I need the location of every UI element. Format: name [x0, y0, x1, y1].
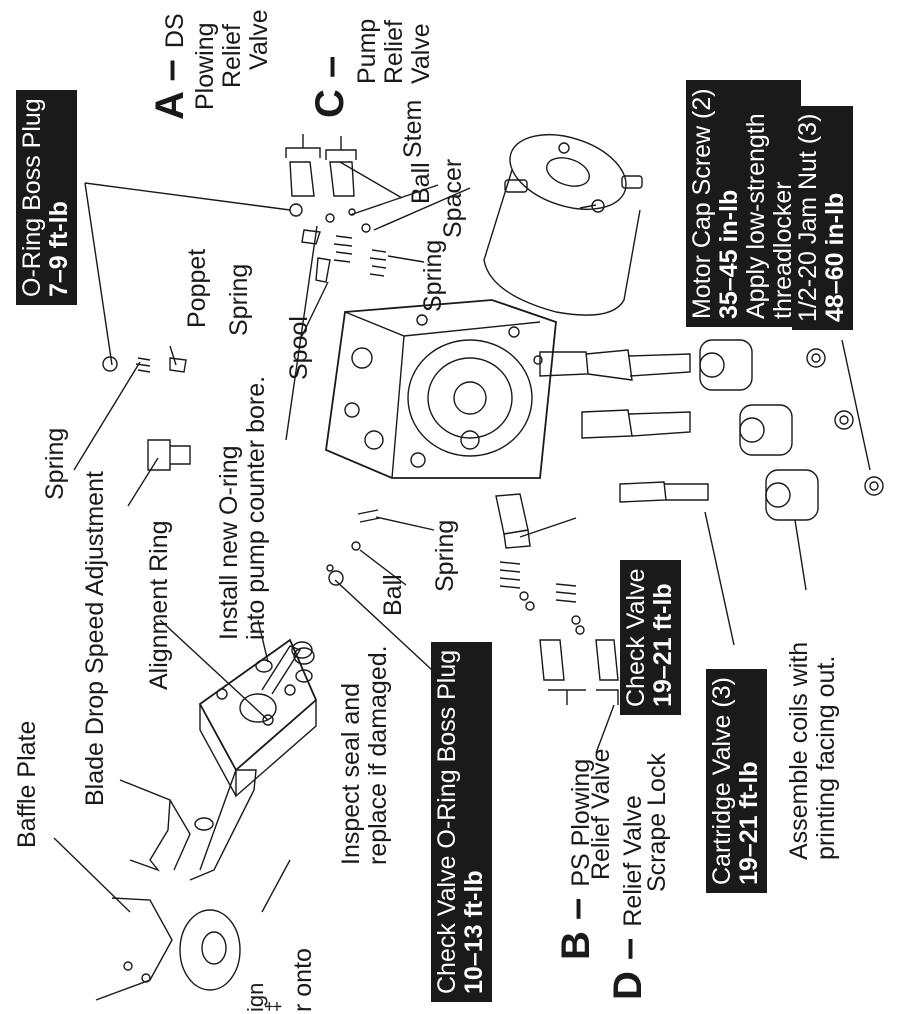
assemble-coils-line1: Assemble coils with: [785, 641, 813, 860]
check-valve-callout: Check Valve 19–21 ft-lb: [620, 560, 681, 715]
cartridge-valve-torque: 19–21 ft-lb: [735, 761, 763, 885]
blade-drop-label: Blade Drop Speed Adjustment: [81, 471, 109, 806]
cropped-label-2: ‡: [263, 1000, 286, 1012]
check-valve-boss-plug-callout: Check Valve O-Ring Boss Plug 10–13 ft-lb: [431, 641, 492, 1002]
relief-valves-ac: [289, 161, 387, 283]
ball-lower-text: Ball: [379, 574, 407, 616]
baffle-plate-text: Baffle Plate: [13, 720, 41, 848]
cropped-label-3: r onto: [289, 948, 317, 1012]
spacer-label: Spacer: [439, 158, 467, 238]
baffle-plate-parts: [95, 769, 257, 1001]
jam-nut-callout: 1/2-20 Jam Nut (3) 48–60 in-lb: [792, 105, 853, 330]
check-valve-boss-plug-name: Check Valve O-Ring Boss Plug: [433, 649, 461, 994]
alignment-ring-text: Alignment Ring: [145, 520, 173, 690]
valve-a-line3: Relief: [218, 24, 246, 88]
spring-left-label: Spring: [41, 427, 69, 500]
spring-upper-text: Spring: [225, 263, 253, 336]
valve-a-label: A – DS: [148, 13, 192, 120]
jam-nut-torque: 48–60 in-lb: [821, 192, 849, 322]
valve-c-line1: Pump: [353, 18, 381, 84]
spring-upper-label: Spring: [225, 263, 253, 336]
jam-nut-name: 1/2-20 Jam Nut (3): [794, 113, 822, 322]
seals: [194, 564, 344, 831]
install-oring-label: Install new O-ring into pump counter bor…: [215, 375, 270, 640]
leader-lines: [53, 134, 871, 913]
assemble-coils-label: Assemble coils with printing facing out.: [785, 641, 840, 860]
spring-lower-label: Spring: [431, 519, 459, 592]
spool-text: Spool: [285, 316, 313, 380]
check-valve-parts: [351, 493, 619, 681]
valve-a-line4: Valve: [245, 9, 273, 70]
ball-upper-text: Ball: [407, 162, 435, 204]
oring-boss-plug-name: O-Ring Boss Plug: [18, 98, 46, 297]
inspect-seal-line2: replace if damaged.: [364, 645, 392, 865]
cropped-text-2: ‡: [263, 1000, 285, 1012]
cartridge-valve-name: Cartridge Valve (3): [708, 677, 736, 885]
valve-d-desc: Scrape Lock: [643, 753, 671, 892]
valve-a-dash: –: [148, 48, 192, 93]
valve-a-line2: Plowing: [191, 22, 219, 110]
cropped-text-3: r onto: [289, 948, 317, 1012]
valve-a-desc: Plowing Relief Valve: [191, 9, 273, 110]
alignment-ring-label: Alignment Ring: [145, 520, 173, 690]
valve-b-letter: B: [554, 931, 598, 960]
spring-lower-text: Spring: [431, 519, 459, 592]
valve-d-line2: Scrape Lock: [643, 753, 671, 892]
motor-cap-screw-name: Motor Cap Screw (2): [688, 88, 716, 319]
valve-a-line1: DS: [161, 13, 189, 49]
valve-a-letter: A: [148, 92, 192, 120]
install-oring-line1: Install new O-ring: [215, 445, 243, 640]
motor: [483, 134, 643, 316]
check-valve-name: Check Valve: [622, 568, 650, 708]
motor-cap-screw-note: Apply low-strength: [742, 113, 770, 319]
check-valve-boss-plug-torque: 10–13 ft-lb: [460, 870, 488, 994]
poppet-text: Poppet: [183, 248, 211, 328]
blade-drop-text: Blade Drop Speed Adjustment: [81, 471, 109, 806]
valve-c-line3: Valve: [407, 23, 435, 84]
ball-lower-label: Ball: [379, 574, 407, 616]
inspect-seal-line1: Inspect seal and: [337, 682, 365, 865]
spring-mid-text: Spring: [419, 239, 447, 312]
cartridge-valve-callout: Cartridge Valve (3) 19–21 ft-lb: [706, 669, 767, 893]
valve-d-dash: –: [606, 926, 650, 972]
left-small-parts: [102, 356, 191, 471]
valve-d-letter: D: [606, 971, 650, 1000]
jam-nuts: [806, 348, 884, 496]
valve-b-dash: –: [554, 886, 598, 932]
assemble-coils-line2: printing facing out.: [812, 655, 840, 860]
valve-c-label: C –: [308, 55, 352, 118]
stem-label: Stem: [399, 99, 427, 158]
valve-c-dash: –: [308, 55, 352, 90]
ball-upper-label: Ball: [407, 162, 435, 204]
oring-boss-plug-torque: 7–9 ft-lb: [45, 201, 73, 297]
spring-mid-label: Spring: [419, 239, 447, 312]
inspect-seal-label: Inspect seal and replace if damaged.: [337, 645, 392, 865]
oring-boss-plug-callout: O-Ring Boss Plug 7–9 ft-lb: [16, 90, 77, 305]
spring-left-text: Spring: [41, 427, 69, 500]
valve-d-label: D – Relief Valve: [606, 795, 650, 1000]
valve-c-desc: Pump Relief Valve: [353, 18, 435, 84]
stem-text: Stem: [399, 99, 427, 158]
valve-c-line2: Relief: [380, 20, 408, 84]
valve-c-letter: C: [308, 89, 352, 118]
poppet-label: Poppet: [183, 248, 211, 328]
check-valve-torque: 19–21 ft-lb: [649, 583, 677, 707]
coils: [699, 339, 819, 521]
pump: [198, 638, 318, 798]
baffle-plate-label: Baffle Plate: [13, 720, 41, 848]
install-oring-line2: into pump counter bore.: [242, 375, 270, 640]
motor-cap-screw-torque: 35–45 in-lb: [715, 189, 743, 319]
spool-label: Spool: [285, 316, 313, 380]
manifold-block: [325, 299, 557, 479]
motor-cap-screw-callout: Motor Cap Screw (2) 35–45 in-lb Apply lo…: [686, 80, 801, 327]
spacer-text: Spacer: [439, 158, 467, 238]
cartridge-valves: [539, 349, 709, 503]
